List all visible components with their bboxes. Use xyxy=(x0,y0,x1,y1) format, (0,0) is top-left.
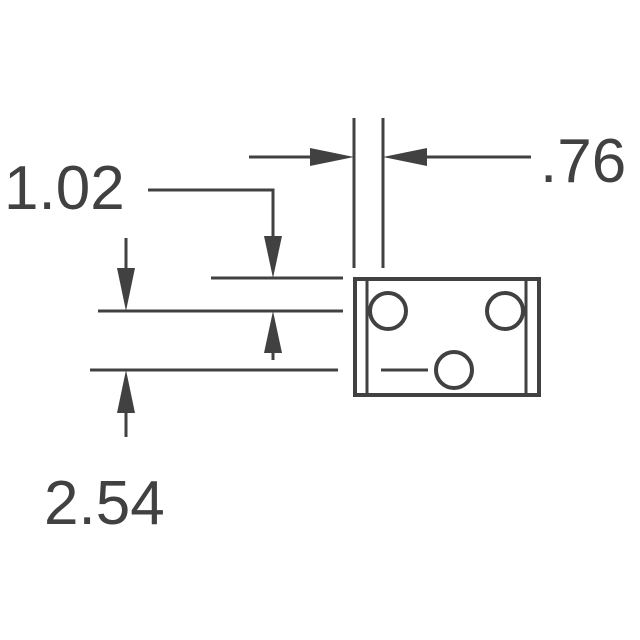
pin-2-circle xyxy=(485,291,525,331)
dimension-label-076: .76 xyxy=(540,127,626,196)
body-outline xyxy=(353,277,541,397)
arrow-up-icon xyxy=(117,370,135,413)
arrow-right-icon xyxy=(310,148,354,166)
arrow-down-icon xyxy=(117,268,135,311)
dimension-label-254: 2.54 xyxy=(44,469,165,538)
pin-1-circle xyxy=(368,291,408,331)
arrowheads xyxy=(117,148,427,413)
dimension-label-102: 1.02 xyxy=(4,154,125,223)
component-body xyxy=(353,277,541,397)
leader-line-102 xyxy=(148,188,275,245)
arrow-left-icon xyxy=(383,148,427,166)
arrow-down-icon xyxy=(264,236,282,278)
arrow-up-icon xyxy=(264,311,282,353)
pin-3-circle xyxy=(434,350,474,390)
